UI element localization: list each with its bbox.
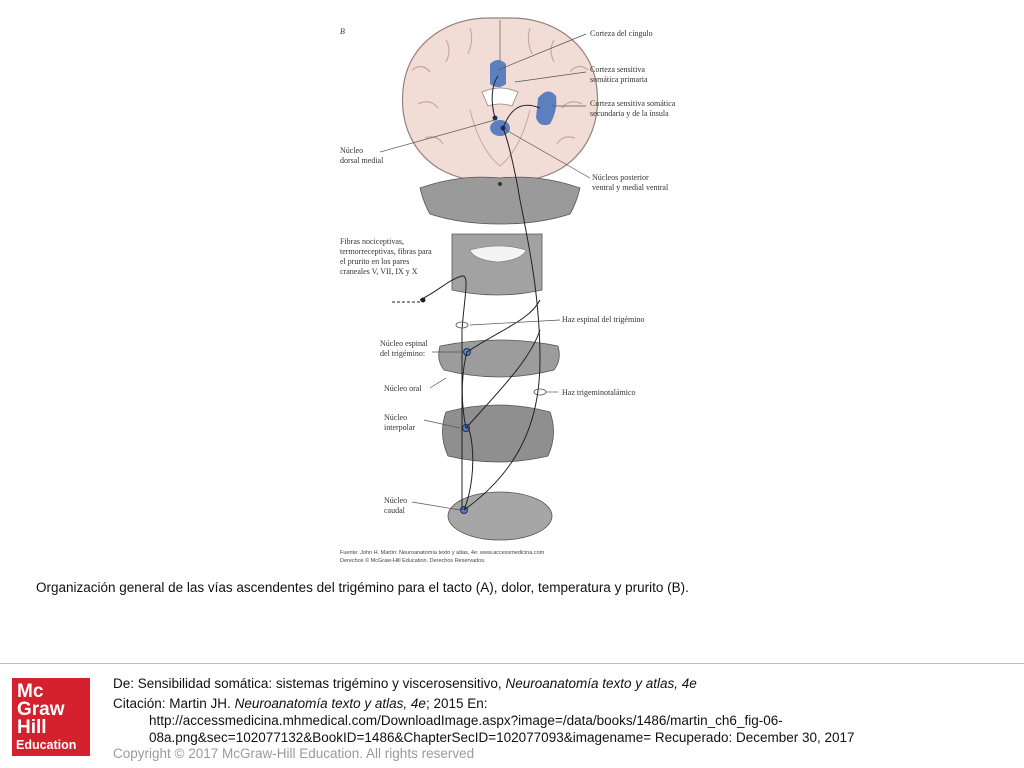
figure-labels: Corteza del cíngulo Corteza sensitiva so… xyxy=(340,29,676,515)
label-corteza-sensitiva-2: somática primaria xyxy=(590,75,648,84)
label-haz-espinal: Haz espinal del trigémino xyxy=(562,315,644,324)
logo-line-2: Graw xyxy=(17,699,65,720)
label-nucleo-interpolar-2: interpolar xyxy=(384,423,415,432)
label-fibras-3: el prurito en los pares xyxy=(340,257,409,266)
figure-caption: Organización general de las vías ascende… xyxy=(36,580,689,595)
label-nucleo-dm-1: Núcleo xyxy=(340,146,363,155)
label-nucleos-post-1: Núcleos posterior xyxy=(592,173,649,182)
label-corteza-cingulo: Corteza del cíngulo xyxy=(590,29,653,38)
citation-url-line-2-text[interactable]: 08a.png&sec=102077132&BookID=1486&Chapte… xyxy=(149,730,652,745)
medulla-slice-interpolar xyxy=(442,404,554,463)
label-fibras-4: craneales V, VII, IX y X xyxy=(340,267,418,276)
figure-source-2: Derechos © McGraw-Hill Education. Derech… xyxy=(340,557,486,564)
medulla-slice-oral xyxy=(438,339,560,378)
citation-line: Citación: Martin JH. Neuroanatomía texto… xyxy=(113,696,488,711)
label-nucleo-caudal-2: caudal xyxy=(384,506,406,515)
copyright-notice: Copyright © 2017 McGraw-Hill Education. … xyxy=(113,746,475,761)
logo-line-1: Mc xyxy=(17,681,44,702)
midbrain-slice xyxy=(419,176,581,225)
spinal-tract-marker xyxy=(455,321,469,329)
panel-letter: B xyxy=(340,27,345,36)
leader-lines xyxy=(379,33,591,511)
cit-author: Martin JH. xyxy=(169,696,231,711)
de-chapter: Sensibilidad somática: sistemas trigémin… xyxy=(137,676,502,691)
cit-date: December 30, 2017 xyxy=(735,730,855,745)
brain-coronal-section xyxy=(401,17,599,183)
thalamus-highlight xyxy=(490,120,510,136)
de-book: Neuroanatomía texto y atlas, 4e xyxy=(505,676,697,691)
divider xyxy=(0,663,1024,664)
citation-url-line-1[interactable]: http://accessmedicina.mhmedical.com/Down… xyxy=(149,713,783,728)
insula-highlight xyxy=(536,91,557,126)
label-nucleo-espinal-2: del trigémino: xyxy=(380,349,425,358)
medulla-slice-caudal xyxy=(447,491,553,541)
logo-line-4: Education xyxy=(16,738,77,752)
de-label: De: xyxy=(113,676,135,691)
label-fibras-1: Fibras nociceptivas, xyxy=(340,237,404,246)
mcgraw-hill-logo: Mc Graw Hill Education xyxy=(12,678,90,756)
cit-book: Neuroanatomía texto y atlas, 4e xyxy=(234,696,426,711)
label-corteza-secundaria-2: secundaria y de la ínsula xyxy=(590,109,669,118)
figure-source-1: Fuente: John H. Martin: Neuroanatomía te… xyxy=(340,550,545,556)
label-nucleo-interpolar-1: Núcleo xyxy=(384,413,407,422)
citation-url-line-2: 08a.png&sec=102077132&BookID=1486&Chapte… xyxy=(149,730,855,745)
label-fibras-2: termorreceptivas, fibras para xyxy=(340,247,432,256)
pons-slice xyxy=(451,233,543,296)
cit-year: ; 2015 En: xyxy=(425,696,488,711)
label-haz-trigemino: Haz trigeminotalámico xyxy=(562,388,636,397)
label-nucleo-caudal-1: Núcleo xyxy=(384,496,407,505)
label-nucleos-post-2: ventral y medial ventral xyxy=(592,183,669,192)
label-nucleo-oral: Núcleo oral xyxy=(384,384,422,393)
cingulate-highlight xyxy=(490,60,506,87)
pathway-lines xyxy=(392,75,541,511)
label-nucleo-dm-2: dorsal medial xyxy=(340,156,384,165)
trigeminothalamic-marker xyxy=(533,388,547,396)
cit-recuperado: Recuperado: xyxy=(654,730,733,745)
label-nucleo-espinal-1: Núcleo espinal xyxy=(380,339,429,348)
label-corteza-sensitiva-1: Corteza sensitiva xyxy=(590,65,645,74)
cit-label: Citación: xyxy=(113,696,166,711)
logo-line-3: Hill xyxy=(17,717,47,738)
source-line: De: Sensibilidad somática: sistemas trig… xyxy=(113,676,697,691)
trigeminal-pathway-diagram: B xyxy=(340,17,676,564)
label-corteza-secundaria-1: Corteza sensitiva somática xyxy=(590,99,676,108)
